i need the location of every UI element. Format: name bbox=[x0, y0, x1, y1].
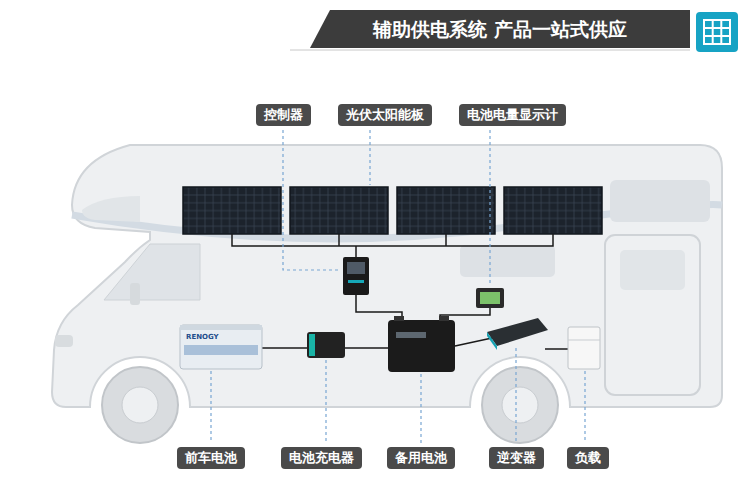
side-window bbox=[610, 180, 710, 222]
callout-label: 控制器 bbox=[264, 107, 303, 123]
callout-label-box: 负载 bbox=[567, 447, 609, 469]
door bbox=[605, 235, 700, 395]
front-battery bbox=[180, 325, 262, 369]
callout-label: 电池电量显示计 bbox=[467, 107, 558, 123]
wheel bbox=[482, 367, 558, 443]
controller bbox=[343, 257, 369, 295]
solar-icon bbox=[696, 12, 738, 52]
solar-icon-grid bbox=[704, 20, 730, 44]
callout-label-box: 光伏太阳能板 bbox=[338, 104, 432, 126]
side-window bbox=[460, 245, 555, 277]
solar-panel bbox=[183, 187, 602, 234]
callout-label: 前车电池 bbox=[185, 450, 237, 466]
callout-label: 负载 bbox=[575, 450, 601, 466]
callout-label-box: 控制器 bbox=[256, 104, 311, 126]
callout-label-box: 电池充电器 bbox=[281, 447, 362, 469]
mirror bbox=[130, 283, 140, 305]
load-fridge bbox=[568, 327, 600, 369]
callout-label-box: 备用电池 bbox=[387, 447, 455, 469]
callout-label-box: 前车电池 bbox=[177, 447, 245, 469]
spare-battery bbox=[388, 316, 455, 372]
battery-charger bbox=[307, 332, 345, 358]
overcab-window bbox=[82, 196, 140, 222]
door-window bbox=[620, 250, 685, 290]
cab-window bbox=[104, 244, 200, 300]
leader-line bbox=[211, 130, 585, 443]
van-body bbox=[52, 145, 722, 407]
brand-label: RENOGY bbox=[186, 333, 219, 341]
diagram-title: 辅助供电系统 产品一站式供应 bbox=[373, 17, 627, 41]
title-banner bbox=[310, 10, 690, 48]
callout-label: 逆变器 bbox=[497, 450, 536, 466]
callout-label: 光伏太阳能板 bbox=[346, 107, 424, 123]
callout-label-box: 逆变器 bbox=[489, 447, 544, 469]
battery-meter bbox=[476, 288, 504, 308]
headlight bbox=[55, 335, 73, 347]
inverter bbox=[487, 318, 548, 350]
callout-label: 备用电池 bbox=[395, 450, 447, 466]
wheel bbox=[102, 367, 178, 443]
callout-label-box: 电池电量显示计 bbox=[459, 104, 566, 126]
callout-label: 电池充电器 bbox=[289, 450, 354, 466]
header-rule bbox=[290, 50, 690, 51]
